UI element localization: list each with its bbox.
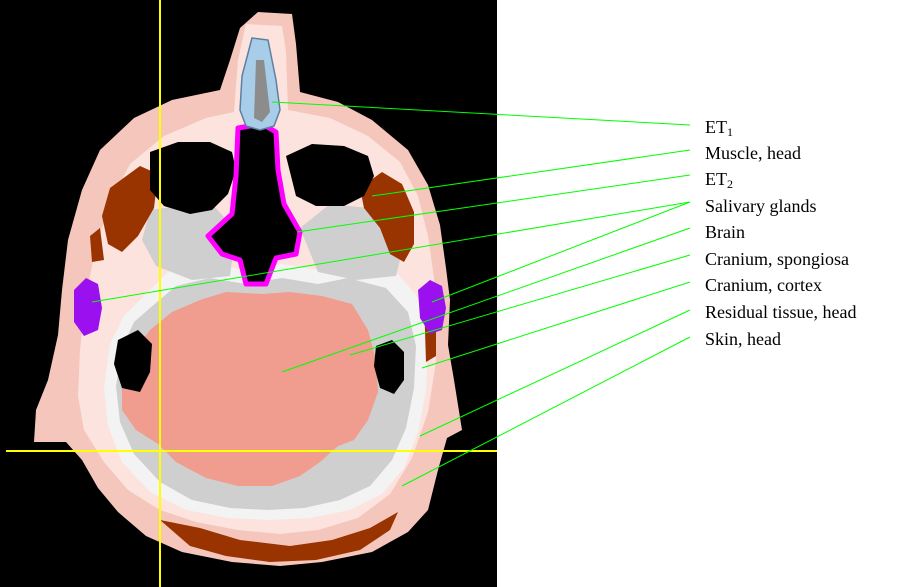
label-et2: ET2 bbox=[705, 169, 733, 194]
label-residual-tissue-head: Residual tissue, head bbox=[705, 302, 856, 322]
label-et1: ET1 bbox=[705, 117, 733, 142]
label-et1-text: ET bbox=[705, 117, 727, 137]
label-et2-text: ET bbox=[705, 169, 727, 189]
label-et1-sub: 1 bbox=[727, 125, 733, 139]
label-et2-sub: 2 bbox=[727, 177, 733, 191]
salivary-gland-left bbox=[74, 278, 102, 336]
label-cranium-cortex: Cranium, cortex bbox=[705, 275, 822, 295]
sinus-cavity-right bbox=[286, 144, 374, 206]
label-muscle-head: Muscle, head bbox=[705, 143, 801, 163]
label-cranium-spongiosa: Cranium, spongiosa bbox=[705, 249, 849, 269]
label-salivary-glands: Salivary glands bbox=[705, 196, 816, 216]
label-skin-head: Skin, head bbox=[705, 329, 781, 349]
label-brain: Brain bbox=[705, 222, 745, 242]
